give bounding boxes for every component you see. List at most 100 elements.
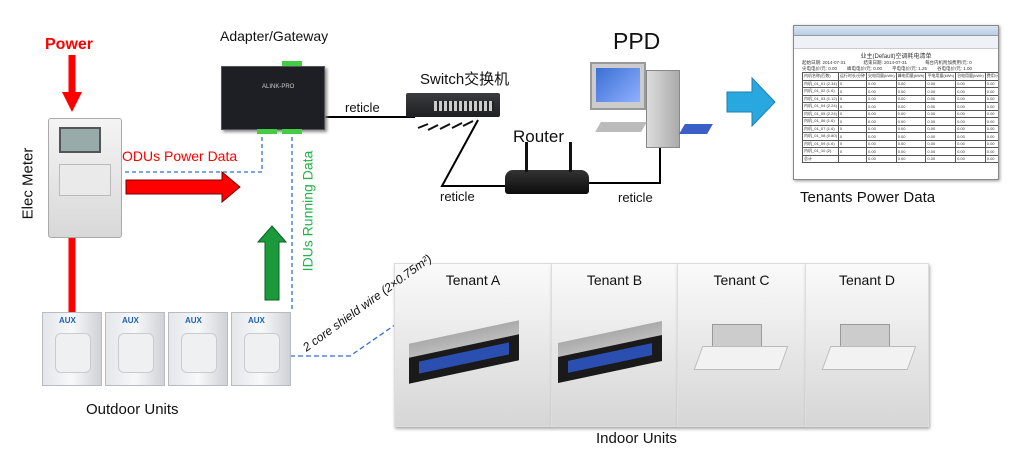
keyboard (595, 122, 647, 132)
report-table: 内机名称(匹数)运行时长/分钟尖电用量(kWh)峰电用量(kWh)平电用量(kW… (802, 72, 998, 163)
report-cell: 0.00 (895, 79, 927, 88)
report-cell: 0.00 (895, 102, 927, 111)
report-cell: 0.00 (984, 117, 998, 126)
report-cell: 内机_01_05 (2.24) (802, 109, 839, 118)
report-cell: 0.00 (955, 132, 986, 141)
report-column-header: 运行时长/分钟 (837, 72, 868, 81)
report-cell: 0.00 (866, 147, 897, 156)
report-cell: 0.00 (984, 139, 998, 148)
report-cell: 0 (837, 94, 868, 103)
odu-power-arrow (125, 170, 241, 204)
report-cell: 0.00 (984, 102, 998, 111)
report-cell: 0.00 (925, 139, 957, 148)
report-column-header: 内机名称(匹数) (802, 72, 839, 81)
indoor-units-label: Indoor Units (596, 430, 677, 447)
report-cell: 0.00 (925, 154, 957, 163)
report-cell: 0 (837, 139, 868, 148)
report-cell: 0.00 (866, 139, 897, 148)
report-cell: 0.00 (895, 117, 927, 126)
report-cell: 0 (837, 87, 868, 96)
report-cell: 内机_01_04 (2.24) (802, 102, 839, 111)
report-cell: 0.00 (866, 154, 897, 163)
report-cell: 内机_01_09 (1.6) (802, 139, 839, 148)
report-cell: 0.00 (866, 79, 897, 88)
report-column-header: 峰电用量(kWh) (895, 72, 927, 81)
cassette-indoor-unit (693, 324, 789, 370)
power-label: Power (45, 36, 94, 53)
cassette-indoor-unit (821, 324, 917, 370)
report-cell: 0.00 (984, 132, 998, 141)
ppd-label: PPD (613, 28, 661, 54)
monitor (590, 62, 646, 110)
report-cell: 0.00 (955, 87, 986, 96)
tenant-name: Tenant A (445, 272, 501, 288)
report-cell: 0.00 (955, 147, 986, 156)
outdoor-unit: AUX (231, 312, 291, 386)
ppd-computer (590, 62, 715, 148)
report-cell: 0.00 (866, 102, 897, 111)
report-cell: 0.00 (925, 79, 957, 88)
report-cell: 0.00 (984, 109, 998, 118)
tenant-name: Tenant B (586, 272, 643, 288)
report-cell: 0.00 (955, 109, 986, 118)
duct-indoor-unit (409, 320, 519, 384)
report-cell: 内机_01_01 (2.34) (802, 79, 839, 88)
report-column-header: 尖电用量(kWh) (866, 72, 897, 81)
report-cell: 0.00 (895, 147, 927, 156)
report-cell: 0 (837, 117, 868, 126)
report-cell: 0.00 (895, 87, 927, 96)
report-cell: 0.00 (866, 124, 897, 133)
report-cell: 0.00 (984, 87, 998, 96)
report-cell: 内机_01_03 (1.12) (802, 94, 839, 103)
tenant-name: Tenant C (713, 272, 770, 288)
odu-power-data-line (125, 130, 263, 173)
report-cell: 0.00 (984, 154, 998, 163)
export-arrow (726, 76, 776, 128)
switch-device (406, 93, 500, 117)
report-cell: 0.00 (866, 87, 897, 96)
shield-wire (290, 310, 868, 357)
report-cell: 0.00 (925, 132, 957, 141)
report-cell: 0.00 (895, 132, 927, 141)
report-cell: 内机_01_08 (0.80) (802, 132, 839, 141)
report-cell (837, 154, 868, 163)
switch-ports-cables (417, 120, 474, 131)
report-titlebar (794, 26, 998, 36)
report-cell: 0 (837, 124, 868, 133)
duct-indoor-unit (558, 320, 662, 384)
power-arrow-head (62, 92, 82, 112)
router-pc-cable (588, 138, 661, 184)
reticle-label-1: reticle (345, 100, 380, 115)
tenant-panel-c: Tenant C (677, 263, 806, 427)
report-cell: 内机_01_02 (1.6) (802, 87, 839, 96)
report-cell: 0.00 (925, 109, 957, 118)
report-title: 业主(Default)空调耗电清单 (860, 54, 932, 60)
tenant-panel-a: Tenant A (394, 263, 552, 427)
report-cell: 0.00 (925, 102, 957, 111)
adapter-gateway-label: Adapter/Gateway (220, 28, 329, 44)
report-cell: 0.00 (955, 117, 986, 126)
report-cell: 0 (837, 132, 868, 141)
report-cell: 0.00 (984, 124, 998, 133)
elec-meter-label: Elec Meter (19, 147, 37, 220)
tenant-name: Tenant D (838, 272, 896, 288)
report-cell: 0.00 (866, 94, 897, 103)
report-cell: 0.00 (984, 147, 998, 156)
router-label: Router (513, 127, 565, 146)
idus-running-data-label: IDUs Running Data (299, 150, 316, 272)
report-cell: 0.00 (895, 124, 927, 133)
report-cell: 0.00 (925, 147, 957, 156)
report-cell: 0.00 (895, 94, 927, 103)
meter-display (59, 127, 101, 153)
tenants-power-data-label: Tenants Power Data (800, 189, 936, 206)
report-cell: 0 (837, 109, 868, 118)
